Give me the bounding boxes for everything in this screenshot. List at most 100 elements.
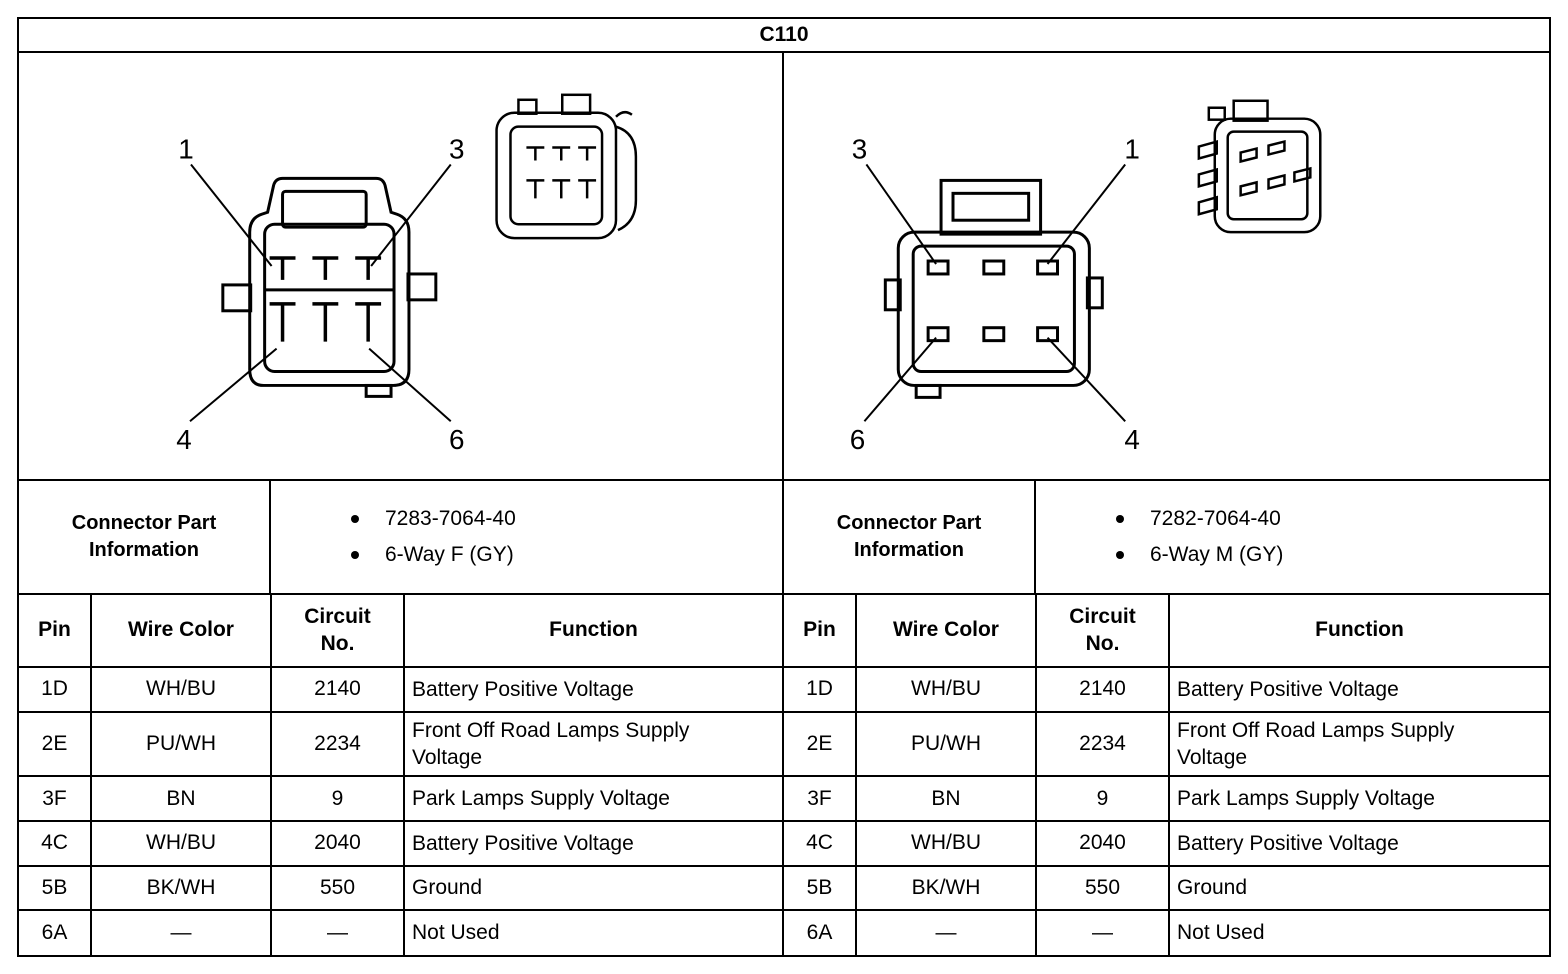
pin-cell: 6A — [19, 909, 92, 955]
table-row: 3F BN 9 Park Lamps Supply Voltage — [784, 775, 1549, 822]
function-cell: Battery Positive Voltage — [403, 819, 782, 867]
pin-cell: 2E — [784, 710, 857, 778]
callout-label: 3 — [852, 134, 868, 165]
callout-label: 3 — [449, 134, 465, 165]
connector-type: 6-Way M (GY) — [1150, 543, 1284, 566]
circuit-no-cell: 9 — [1035, 775, 1170, 822]
pin-cell: 4C — [19, 819, 92, 867]
callout-label: 4 — [1124, 424, 1140, 455]
connector-body-outline — [221, 176, 438, 398]
wire-color-cell: WH/BU — [90, 819, 272, 867]
pin-table: Pin Wire Color Circuit No. Function 1D W… — [784, 595, 1549, 955]
function-cell: Not Used — [403, 909, 782, 955]
male-connector-diagram: 3 1 6 4 — [850, 99, 1322, 456]
callout-label: 1 — [178, 134, 194, 165]
pin-table: Pin Wire Color Circuit No. Function 1D W… — [19, 595, 782, 955]
part-number-item: 7282-7064-40 — [1116, 507, 1549, 531]
function-cell: Park Lamps Supply Voltage — [403, 775, 782, 822]
table-row: 4C WH/BU 2040 Battery Positive Voltage — [784, 819, 1549, 867]
pin-cell: 6A — [784, 909, 857, 955]
circuit-no-cell: — — [270, 909, 405, 955]
wire-color-cell: BK/WH — [855, 864, 1037, 912]
pin-callout-labels: 3 1 6 4 — [850, 134, 1140, 456]
wire-color-cell: WH/BU — [855, 819, 1037, 867]
part-info-label: Connector Part Information — [19, 481, 271, 593]
connector-body-outline — [883, 178, 1104, 399]
male-connector-section: Connector Part Information 7282-7064-40 … — [784, 481, 1549, 955]
table-header-row: Pin Wire Color Circuit No. Function — [19, 595, 782, 668]
function-cell: Front Off Road Lamps Supply Voltage — [1168, 710, 1549, 778]
table-row: 5B BK/WH 550 Ground — [784, 864, 1549, 912]
function-cell: Ground — [1168, 864, 1549, 912]
circuit-no-cell: 550 — [1035, 864, 1170, 912]
function-header: Function — [403, 595, 782, 668]
circuit-no-header: Circuit No. — [270, 595, 405, 668]
wire-color-cell: BK/WH — [90, 864, 272, 912]
terminal-pins — [926, 259, 1060, 343]
pin-cell: 4C — [784, 819, 857, 867]
connector-type-item: 6-Way M (GY) — [1116, 543, 1549, 567]
pin-cell: 2E — [19, 710, 92, 778]
part-number: 7282-7064-40 — [1150, 507, 1281, 530]
pin-header: Pin — [19, 595, 92, 668]
callout-label: 1 — [1124, 134, 1140, 165]
connector-details: Connector Part Information 7283-7064-40 … — [19, 481, 1549, 955]
part-info-row: Connector Part Information 7282-7064-40 … — [784, 481, 1549, 595]
table-row: 2E PU/WH 2234 Front Off Road Lamps Suppl… — [784, 710, 1549, 778]
pin-callout-labels: 1 3 4 6 — [176, 134, 464, 456]
table-row: 6A — — Not Used — [784, 909, 1549, 955]
function-cell: Ground — [403, 864, 782, 912]
table-row: 3F BN 9 Park Lamps Supply Voltage — [19, 775, 782, 822]
function-cell: Battery Positive Voltage — [403, 666, 782, 713]
wire-color-header: Wire Color — [855, 595, 1037, 668]
part-number: 7283-7064-40 — [385, 507, 516, 530]
bullet-icon — [1116, 551, 1124, 559]
table-row: 1D WH/BU 2140 Battery Positive Voltage — [784, 666, 1549, 713]
circuit-no-header: Circuit No. — [1035, 595, 1170, 668]
function-cell: Not Used — [1168, 909, 1549, 955]
part-number-item: 7283-7064-40 — [351, 507, 782, 531]
pin-cell: 5B — [19, 864, 92, 912]
connector-type: 6-Way F (GY) — [385, 543, 514, 566]
pin-cell: 3F — [19, 775, 92, 822]
pin-cell: 1D — [19, 666, 92, 713]
circuit-no-cell: — — [1035, 909, 1170, 955]
pin-cell: 3F — [784, 775, 857, 822]
document-frame: C110 — [17, 17, 1551, 957]
table-row: 1D WH/BU 2140 Battery Positive Voltage — [19, 666, 782, 713]
bullet-icon — [351, 515, 359, 523]
wire-color-cell: — — [855, 909, 1037, 955]
function-cell: Battery Positive Voltage — [1168, 666, 1549, 713]
pin-cell: 5B — [784, 864, 857, 912]
pin-header: Pin — [784, 595, 857, 668]
connector-side-view — [1197, 99, 1322, 234]
part-info-list: 7283-7064-40 6-Way F (GY) — [271, 481, 782, 593]
pin-cell: 1D — [784, 666, 857, 713]
wire-color-header: Wire Color — [90, 595, 272, 668]
connector-side-view — [495, 93, 638, 240]
callout-label: 6 — [449, 424, 465, 455]
function-cell: Front Off Road Lamps Supply Voltage — [403, 710, 782, 778]
connector-type-item: 6-Way F (GY) — [351, 543, 782, 567]
connector-diagrams: 1 3 4 6 — [19, 53, 1549, 481]
part-info-label: Connector Part Information — [784, 481, 1036, 593]
connector-title: C110 — [19, 19, 1549, 53]
wire-color-cell: WH/BU — [90, 666, 272, 713]
circuit-no-cell: 2234 — [1035, 710, 1170, 778]
circuit-no-cell: 2140 — [1035, 666, 1170, 713]
female-connector-diagram: 1 3 4 6 — [176, 93, 638, 456]
circuit-no-cell: 2140 — [270, 666, 405, 713]
wire-color-cell: BN — [855, 775, 1037, 822]
circuit-no-cell: 2040 — [1035, 819, 1170, 867]
wire-color-cell: — — [90, 909, 272, 955]
circuit-no-cell: 2040 — [270, 819, 405, 867]
circuit-no-cell: 9 — [270, 775, 405, 822]
table-row: 5B BK/WH 550 Ground — [19, 864, 782, 912]
table-row: 2E PU/WH 2234 Front Off Road Lamps Suppl… — [19, 710, 782, 778]
female-connector-section: Connector Part Information 7283-7064-40 … — [19, 481, 784, 955]
callout-lines — [189, 163, 452, 423]
part-info-list: 7282-7064-40 6-Way M (GY) — [1036, 481, 1549, 593]
wire-color-cell: BN — [90, 775, 272, 822]
wire-color-cell: PU/WH — [90, 710, 272, 778]
callout-label: 4 — [176, 424, 192, 455]
